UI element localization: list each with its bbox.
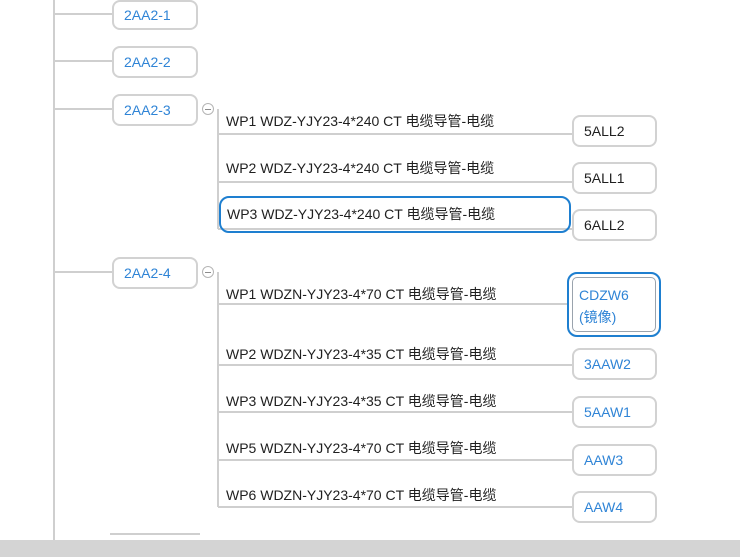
target-node-aaw3[interactable]: AAW3: [572, 444, 657, 476]
cable-label[interactable]: WP1 WDZ-YJY23-4*240 CT 电缆导管-电缆: [226, 113, 495, 129]
target-label: AAW3: [584, 452, 624, 468]
target-label: 5AAW1: [584, 404, 631, 420]
branch-label: 2AA2-2: [124, 54, 171, 70]
branch-label: 2AA2-1: [124, 7, 171, 23]
target-label: CDZW6(镜像): [579, 287, 629, 325]
branch-node-2aa2-1[interactable]: 2AA2-1: [112, 0, 198, 30]
target-label: 5ALL1: [584, 170, 625, 186]
branch-node-2aa2-4[interactable]: 2AA2-4: [112, 257, 198, 289]
cable-label[interactable]: WP2 WDZN-YJY23-4*35 CT 电缆导管-电缆: [226, 346, 497, 362]
cable-label[interactable]: WP6 WDZN-YJY23-4*70 CT 电缆导管-电缆: [226, 487, 497, 503]
horizontal-scrollbar[interactable]: [0, 540, 740, 557]
branch-label: 2AA2-4: [124, 265, 171, 281]
cable-label[interactable]: WP3 WDZN-YJY23-4*35 CT 电缆导管-电缆: [226, 393, 497, 409]
target-node-5all2[interactable]: 5ALL2: [572, 115, 657, 147]
cable-label[interactable]: WP2 WDZ-YJY23-4*240 CT 电缆导管-电缆: [226, 160, 495, 176]
target-label: AAW4: [584, 499, 624, 515]
collapse-toggle-2aa2-4[interactable]: [202, 266, 214, 278]
target-node-5aaw1[interactable]: 5AAW1: [572, 396, 657, 428]
target-label: 3AAW2: [584, 356, 631, 372]
target-node-6all2[interactable]: 6ALL2: [572, 209, 657, 241]
target-label: 6ALL2: [584, 217, 625, 233]
branch-node-2aa2-2[interactable]: 2AA2-2: [112, 46, 198, 78]
target-node-cdzw6-selected[interactable]: CDZW6(镜像): [567, 272, 661, 337]
target-node-5all1[interactable]: 5ALL1: [572, 162, 657, 194]
cable-label-selected[interactable]: WP3 WDZ-YJY23-4*240 CT 电缆导管-电缆: [219, 196, 571, 233]
cable-label[interactable]: WP5 WDZN-YJY23-4*70 CT 电缆导管-电缆: [226, 440, 497, 456]
target-label: 5ALL2: [584, 123, 625, 139]
branch-label: 2AA2-3: [124, 102, 171, 118]
branch-node-2aa2-3[interactable]: 2AA2-3: [112, 94, 198, 126]
target-node-3aaw2[interactable]: 3AAW2: [572, 348, 657, 380]
cable-label-text: WP3 WDZ-YJY23-4*240 CT 电缆导管-电缆: [227, 206, 496, 222]
target-node-aaw4[interactable]: AAW4: [572, 491, 657, 523]
collapse-toggle-2aa2-3[interactable]: [202, 103, 214, 115]
cable-label[interactable]: WP1 WDZN-YJY23-4*70 CT 电缆导管-电缆: [226, 286, 497, 302]
